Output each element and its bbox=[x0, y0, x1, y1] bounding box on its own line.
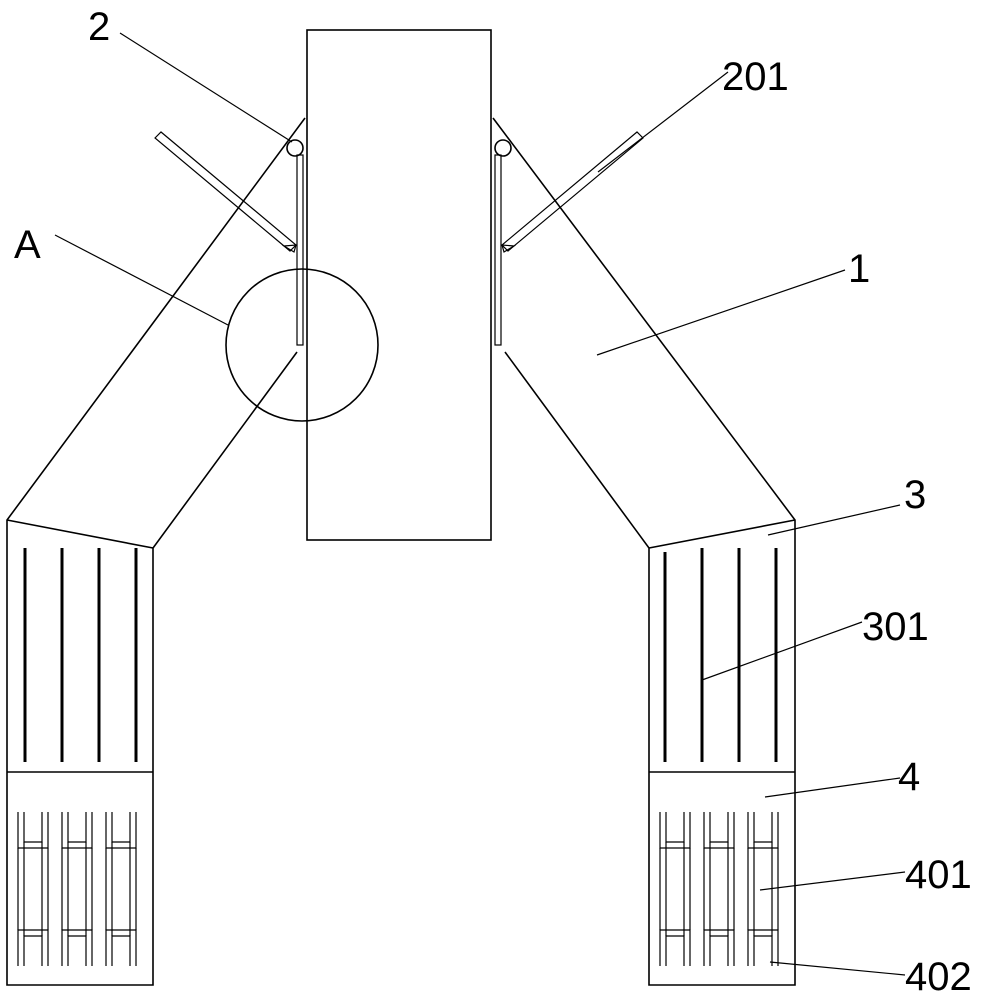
left-upper-channels bbox=[17, 812, 137, 849]
label-401: 401 bbox=[905, 853, 972, 897]
leader-a bbox=[54, 234, 229, 326]
detail-circle-a bbox=[225, 268, 379, 422]
leader-401 bbox=[759, 871, 906, 891]
leader-301 bbox=[701, 621, 863, 681]
label-301: 301 bbox=[862, 605, 929, 649]
right-hinge-pin bbox=[494, 139, 512, 157]
leader-201 bbox=[597, 71, 729, 173]
left-arm bbox=[6, 117, 306, 986]
left-hinge-pin bbox=[286, 139, 304, 157]
right-channel-rails bbox=[659, 842, 779, 936]
leader-402 bbox=[769, 961, 906, 976]
left-channel-rails bbox=[17, 842, 137, 936]
label-4: 4 bbox=[898, 755, 920, 799]
right-rib-bars bbox=[663, 548, 778, 762]
right-support-rod bbox=[494, 154, 502, 346]
right-lower-channels bbox=[659, 929, 779, 966]
leader-2 bbox=[119, 32, 293, 143]
leader-1 bbox=[596, 269, 846, 356]
right-arm bbox=[492, 117, 796, 986]
label-402: 402 bbox=[905, 955, 972, 999]
label-a: A bbox=[14, 223, 41, 267]
left-support-rod bbox=[296, 154, 304, 346]
left-strut-tip bbox=[282, 244, 297, 253]
left-lower-channels bbox=[17, 929, 137, 966]
right-upper-channels bbox=[659, 812, 779, 849]
leader-4 bbox=[764, 777, 901, 798]
leader-lines bbox=[54, 32, 906, 976]
right-strut-tip bbox=[501, 244, 516, 253]
label-1: 1 bbox=[848, 247, 870, 291]
central-column bbox=[306, 29, 492, 541]
right-hinge-assembly bbox=[494, 131, 644, 346]
leader-3 bbox=[767, 504, 901, 536]
left-strut bbox=[154, 131, 297, 252]
label-201: 201 bbox=[722, 55, 789, 99]
label-2: 2 bbox=[88, 5, 110, 49]
label-3: 3 bbox=[904, 473, 926, 517]
left-rib-bars bbox=[23, 548, 138, 762]
right-strut bbox=[501, 131, 644, 252]
left-hinge-assembly bbox=[154, 131, 304, 346]
